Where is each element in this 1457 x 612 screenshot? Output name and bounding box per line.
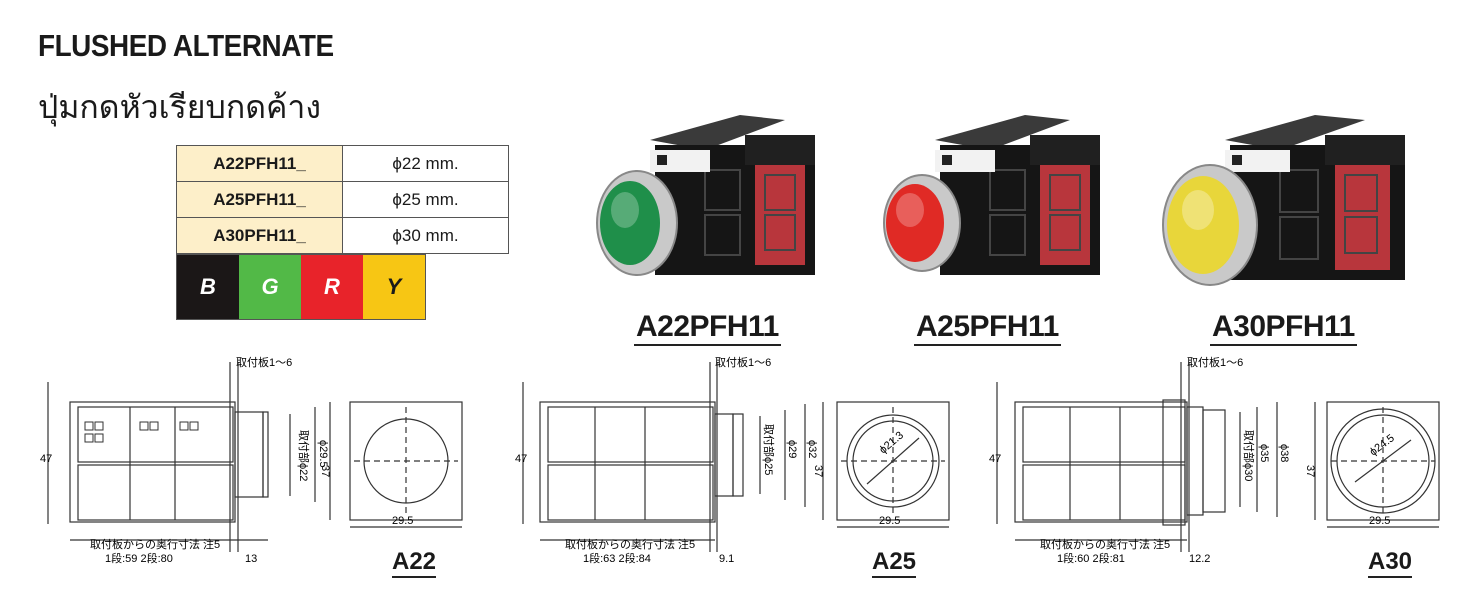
panel-note: 取付板1～6 xyxy=(715,355,771,369)
color-swatch-green: G xyxy=(239,255,301,319)
diameter-outer: ϕ32 xyxy=(806,440,818,458)
diameter-inner: 取付部ϕ25 xyxy=(762,424,776,475)
panel-note: 取付板1～6 xyxy=(1187,355,1243,369)
spec-table: A22PFH11_ ϕ22 mm. A25PFH11_ ϕ25 mm. A30P… xyxy=(176,145,509,254)
size-cell: ϕ30 mm. xyxy=(342,217,509,254)
table-row: A25PFH11_ ϕ25 mm. xyxy=(176,181,509,218)
color-swatch-red: R xyxy=(301,255,363,319)
product-image-a25 xyxy=(883,115,1100,275)
dimension-drawing-a30: 取付板1～6 47 取付板からの奥行寸法 注5 1段:60 2段:81 12.2… xyxy=(989,355,1440,565)
height-dimension: 47 xyxy=(989,453,1001,465)
button-face xyxy=(1167,176,1239,274)
depth-values: 1段:60 2段:81 xyxy=(1057,551,1125,565)
model-cell: A22PFH11_ xyxy=(176,145,343,182)
front-width: 29.5 xyxy=(1369,515,1390,527)
page-title: FLUSHED ALTERNATE xyxy=(38,28,334,63)
drawing-label: A25 xyxy=(872,548,917,578)
switch-body xyxy=(935,115,1100,275)
depth-note: 取付板からの奥行寸法 注5 xyxy=(1040,537,1170,551)
model-cell: A25PFH11_ xyxy=(176,181,343,218)
diameter-outer: ϕ29.5 xyxy=(317,440,329,468)
product-label: A25PFH11 xyxy=(914,310,1061,346)
color-options: B G R Y xyxy=(176,254,426,320)
depth-note: 取付板からの奥行寸法 注5 xyxy=(90,537,220,551)
front-height: 37 xyxy=(319,465,331,477)
diameter-mid: ϕ29 xyxy=(786,440,798,458)
diameter-inner: 取付部ϕ22 xyxy=(297,430,311,481)
drawing-label: A22 xyxy=(392,548,437,578)
front-diameter: ϕ21.3 xyxy=(877,429,906,456)
switch-body xyxy=(1225,115,1405,280)
size-cell: ϕ22 mm. xyxy=(342,145,509,182)
table-row: A22PFH11_ ϕ22 mm. xyxy=(176,145,509,182)
front-length: 12.2 xyxy=(1189,553,1210,565)
front-width: 29.5 xyxy=(392,515,413,527)
front-length: 9.1 xyxy=(719,553,734,565)
switch-body xyxy=(650,115,815,275)
button-face xyxy=(886,184,944,262)
product-label: A22PFH11 xyxy=(634,310,781,346)
front-height: 37 xyxy=(812,465,824,477)
table-row: A30PFH11_ ϕ30 mm. xyxy=(176,217,509,254)
color-swatch-black: B xyxy=(177,255,239,319)
front-length: 13 xyxy=(245,553,257,565)
product-image-a30 xyxy=(1162,115,1405,286)
front-height: 37 xyxy=(1304,465,1316,477)
depth-note: 取付板からの奥行寸法 注5 xyxy=(565,537,695,551)
height-dimension: 47 xyxy=(515,453,527,465)
front-width: 29.5 xyxy=(879,515,900,527)
drawing-label: A30 xyxy=(1368,548,1413,578)
diameter-inner: 取付部ϕ30 xyxy=(1242,430,1256,481)
panel-note: 取付板1～6 xyxy=(236,355,292,369)
color-swatch-yellow: Y xyxy=(363,255,425,319)
product-image-a22 xyxy=(596,115,815,276)
dimension-drawing-a25: 取付板1～6 47 取付板からの奥行寸法 注5 1段:63 2段:84 9.1 … xyxy=(515,355,950,565)
product-label: A30PFH11 xyxy=(1210,310,1357,346)
button-face xyxy=(600,181,660,265)
page-subtitle-thai: ปุ่มกดหัวเรียบกดค้าง xyxy=(38,88,321,126)
depth-values: 1段:59 2段:80 xyxy=(105,551,173,565)
diameter-outer: ϕ38 xyxy=(1278,444,1290,462)
depth-values: 1段:63 2段:84 xyxy=(583,551,651,565)
size-cell: ϕ25 mm. xyxy=(342,181,509,218)
dimension-drawing-a22: 取付板1～6 47 取付板からの奥行寸法 注5 1段:59 2段:80 13 取… xyxy=(40,355,463,565)
height-dimension: 47 xyxy=(40,453,52,465)
diameter-mid: ϕ35 xyxy=(1258,444,1270,462)
model-cell: A30PFH11_ xyxy=(176,217,343,254)
